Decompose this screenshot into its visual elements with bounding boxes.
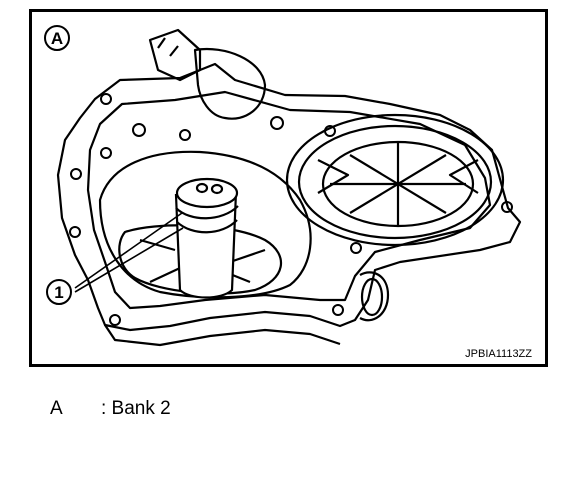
figure-frame <box>29 9 548 367</box>
callout-1: 1 <box>46 212 184 305</box>
view-label-text: A <box>51 29 63 48</box>
figure-ident-code: JPBIA1113ZZ <box>465 348 532 360</box>
legend-text: : Bank 2 <box>101 398 171 419</box>
bolt-holes <box>69 93 513 326</box>
legend-key: A <box>50 398 63 419</box>
relief-valve <box>174 177 239 299</box>
callout-1-text: 1 <box>54 283 63 302</box>
pump-housing <box>56 28 522 347</box>
view-label-a: A <box>44 25 70 51</box>
